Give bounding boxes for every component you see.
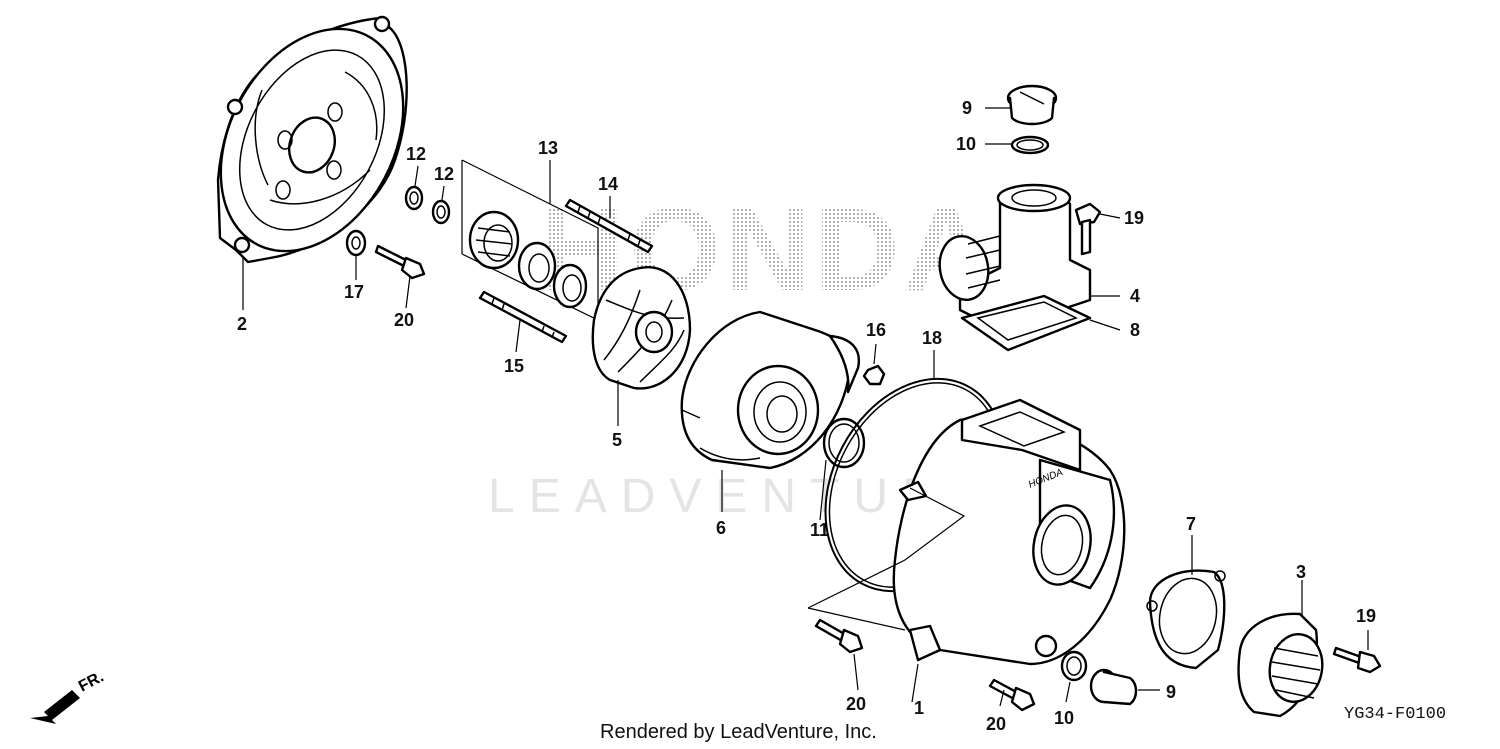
render-credit: Rendered by LeadVenture, Inc. — [600, 721, 877, 743]
part-1-pump-casing[interactable]: HONDA — [892, 398, 1126, 666]
part-16-nut[interactable] — [862, 364, 886, 386]
part-10-ring-top[interactable] — [1010, 135, 1050, 155]
part-10-ring-bottom[interactable] — [1060, 650, 1088, 682]
callout-3: 3 — [1296, 562, 1306, 582]
part-20-bolt-c[interactable] — [988, 678, 1036, 712]
callout-14: 14 — [598, 174, 618, 194]
callout-12-left: 12 — [406, 144, 426, 164]
callout-18: 18 — [922, 328, 942, 348]
callout-11: 11 — [810, 520, 829, 540]
part-15-stud[interactable] — [478, 290, 568, 344]
part-4-discharge-elbow[interactable] — [935, 183, 1092, 332]
callout-labels: 1 2 3 4 5 6 7 8 9 9 10 10 11 12 12 13 14… — [237, 98, 1376, 734]
part-19-bolt-right[interactable] — [1332, 646, 1382, 674]
part-7-cover-gasket[interactable] — [1146, 569, 1226, 670]
callout-9-top: 9 — [962, 98, 972, 118]
front-direction-label: FR. — [76, 668, 107, 695]
callout-12-right: 12 — [434, 164, 454, 184]
part-3-cover[interactable] — [1237, 612, 1328, 718]
part-5-impeller[interactable] — [591, 265, 692, 390]
callout-1: 1 — [914, 698, 924, 718]
callout-6: 6 — [716, 518, 726, 538]
callout-5: 5 — [612, 430, 622, 450]
part-13-mechanical-seal[interactable] — [461, 159, 599, 321]
part-19-bolt-top[interactable] — [1074, 202, 1102, 256]
part-12-seals[interactable] — [404, 185, 451, 225]
callout-7: 7 — [1186, 514, 1196, 534]
part-9-plug-top[interactable] — [1006, 84, 1058, 126]
watermark-text: LEADVENTURE — [488, 470, 997, 523]
callout-9-bottom: 9 — [1166, 682, 1176, 702]
callout-10-top: 10 — [956, 134, 976, 154]
callout-2: 2 — [237, 314, 247, 334]
part-20-bolt-a[interactable] — [374, 244, 426, 280]
callout-4: 4 — [1130, 286, 1140, 306]
callout-20-bottom-left: 20 — [846, 694, 866, 714]
part-6-volute[interactable] — [680, 310, 861, 470]
part-8-gasket[interactable] — [960, 294, 1092, 352]
diagram-code: YG34-F0100 — [1344, 705, 1446, 724]
part-2-back-plate[interactable] — [184, 0, 440, 283]
callout-10-bottom: 10 — [1054, 708, 1074, 728]
callout-13: 13 — [538, 138, 558, 158]
front-direction-indicator: FR. — [30, 668, 107, 724]
callout-20-left: 20 — [394, 310, 414, 330]
leader-lines — [242, 107, 1369, 707]
callout-15: 15 — [504, 356, 524, 376]
callout-17: 17 — [344, 282, 364, 302]
part-14-stud[interactable] — [564, 198, 654, 254]
part-9-plug-bottom[interactable] — [1089, 668, 1138, 706]
callout-19-top: 19 — [1124, 208, 1144, 228]
part-17-washer[interactable] — [345, 229, 367, 257]
part-20-bolt-b[interactable] — [814, 618, 864, 654]
callout-8: 8 — [1130, 320, 1140, 340]
callout-20-bottom-right: 20 — [986, 714, 1006, 734]
callout-16: 16 — [866, 320, 886, 340]
callout-19-right: 19 — [1356, 606, 1376, 626]
